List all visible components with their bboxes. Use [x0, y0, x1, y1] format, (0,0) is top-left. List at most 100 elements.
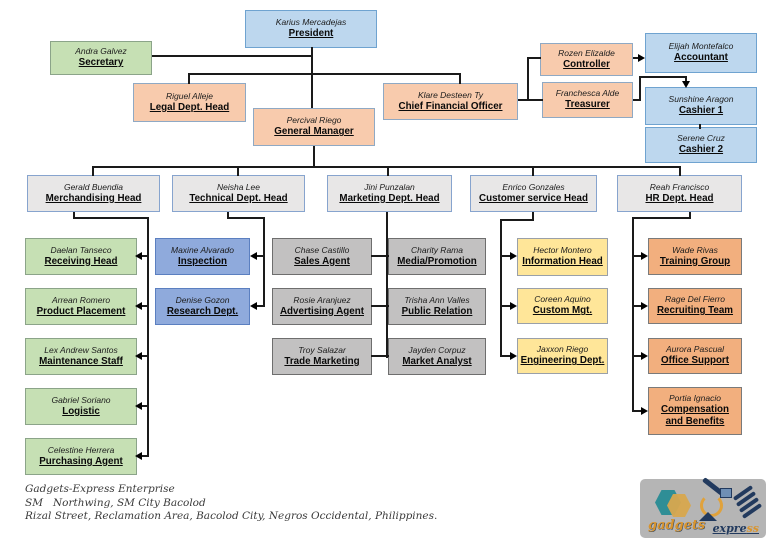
org-box-research-dept: Denise Gozon Research Dept. [155, 288, 250, 325]
arrowhead-down-icon [682, 81, 690, 88]
role-title: Merchandising Head [45, 192, 142, 204]
org-box-cashier-2: Serene Cruz Cashier 2 [645, 127, 757, 163]
role-title: Training Group [659, 255, 731, 267]
person-name: Elijah Montefalco [668, 41, 734, 52]
connector [500, 219, 502, 357]
microscope-camera-icon [720, 488, 732, 498]
connector [501, 305, 511, 307]
org-box-public-relation: Trisha Ann Valles Public Relation [388, 288, 486, 325]
connector [237, 166, 239, 176]
connector [188, 73, 461, 75]
connector [459, 73, 461, 84]
person-name: Serene Cruz [677, 133, 725, 144]
connector [639, 76, 687, 78]
person-name: Trisha Ann Valles [404, 294, 470, 305]
role-title: Recruiting Team [656, 305, 734, 317]
role-title: Receiving Head [44, 255, 118, 267]
connector [227, 212, 229, 219]
arrowhead-left-icon [135, 402, 142, 410]
connector [639, 76, 641, 101]
connector [371, 355, 389, 357]
person-name: Riguel Alleje [166, 90, 213, 101]
role-title: Accountant [674, 52, 728, 64]
company-location: SM Northwing, SM City Bacolod [25, 496, 206, 509]
role-title: Engineering Dept. [520, 355, 605, 367]
connector [518, 99, 529, 101]
person-name: Arrean Romero [51, 294, 111, 305]
arrowhead-right-icon [510, 252, 517, 260]
org-box-cashier-1: Sunshine Aragon Cashier 1 [645, 87, 757, 125]
role-title: Legal Dept. Head [149, 101, 230, 113]
person-name: Andra Galvez [75, 46, 127, 57]
connector [679, 166, 681, 176]
connector [227, 217, 265, 219]
person-name: Wade Rivas [672, 244, 718, 255]
arrowhead-right-icon [510, 302, 517, 310]
person-name: Rozen Elizalde [558, 47, 615, 58]
arrowhead-left-icon [135, 352, 142, 360]
org-box-advertising-agent: Rosie Aranjuez Advertising Agent [272, 288, 372, 325]
connector [311, 47, 313, 108]
arrowhead-left-icon [250, 302, 257, 310]
connector [263, 217, 265, 307]
connector [92, 166, 94, 176]
org-box-maintenance-staff: Lex Andrew Santos Maintenance Staff [25, 338, 137, 375]
role-title: Office Support [660, 355, 730, 367]
person-name: Percival Riego [286, 115, 342, 126]
arrowhead-right-icon [641, 352, 648, 360]
connector [256, 255, 265, 257]
connector [633, 410, 642, 412]
gadgets-express-logo: gadgets express [640, 477, 766, 538]
person-name: Charity Rama [411, 244, 463, 255]
connector [633, 255, 642, 257]
org-box-media-promotion: Charity Rama Media/Promotion [388, 238, 486, 275]
org-box-office-support: Aurora Pascual Office Support [648, 338, 742, 374]
connector [141, 405, 149, 407]
person-name: Jayden Corpuz [408, 344, 466, 355]
person-name: Klare Desteen Ty [417, 89, 484, 100]
arrowhead-right-icon [641, 252, 648, 260]
arrowhead-left-icon [250, 252, 257, 260]
org-box-engineering-dept: Jaxxon Riego Engineering Dept. [517, 338, 608, 374]
connector [73, 212, 75, 219]
logo-word-express-part: expre [712, 522, 747, 535]
connector [699, 124, 701, 129]
org-box-inspection: Maxine Alvarado Inspection [155, 238, 250, 275]
role-title: Sales Agent [294, 255, 350, 267]
connector [632, 217, 691, 219]
connector [141, 305, 149, 307]
role-title: Technical Dept. Head [189, 192, 288, 204]
connector [633, 305, 642, 307]
connector [501, 255, 511, 257]
arrowhead-right-icon [638, 54, 645, 62]
person-name: Troy Salazar [298, 344, 346, 355]
role-title: Product Placement [36, 305, 126, 317]
role-title: Customer service Head [479, 192, 588, 204]
connector [147, 217, 149, 457]
org-box-legal-dept-head: Riguel Alleje Legal Dept. Head [133, 83, 246, 122]
microscope-base-icon [699, 512, 717, 521]
connector [371, 305, 389, 307]
role-title: Cashier 2 [678, 144, 724, 156]
person-name: Daelan Tanseco [50, 244, 112, 255]
person-name: Chase Castillo [294, 244, 350, 255]
role-title: Information Head [522, 256, 603, 268]
person-name: Rage Del Fierro [665, 294, 725, 305]
connector [73, 217, 149, 219]
person-name: Reah Francisco [649, 181, 710, 192]
connector [632, 217, 634, 412]
org-box-training-group: Wade Rivas Training Group [648, 238, 742, 275]
arrowhead-left-icon [135, 252, 142, 260]
role-title: Media/Promotion [397, 255, 477, 267]
person-name: Gabriel Soriano [51, 394, 111, 405]
role-title: Cashier 1 [678, 105, 724, 117]
logo-word-gadgets: gadgets [648, 518, 706, 533]
company-address-block: Gadgets-Express Enterprise SM Northwing,… [25, 483, 437, 524]
org-box-recruiting-team: Rage Del Fierro Recruiting Team [648, 288, 742, 324]
person-name: Aurora Pascual [665, 344, 725, 355]
arrowhead-left-icon [135, 452, 142, 460]
arrowhead-left-icon [135, 302, 142, 310]
connector [527, 57, 541, 59]
role-title: Research Dept. [166, 305, 239, 317]
